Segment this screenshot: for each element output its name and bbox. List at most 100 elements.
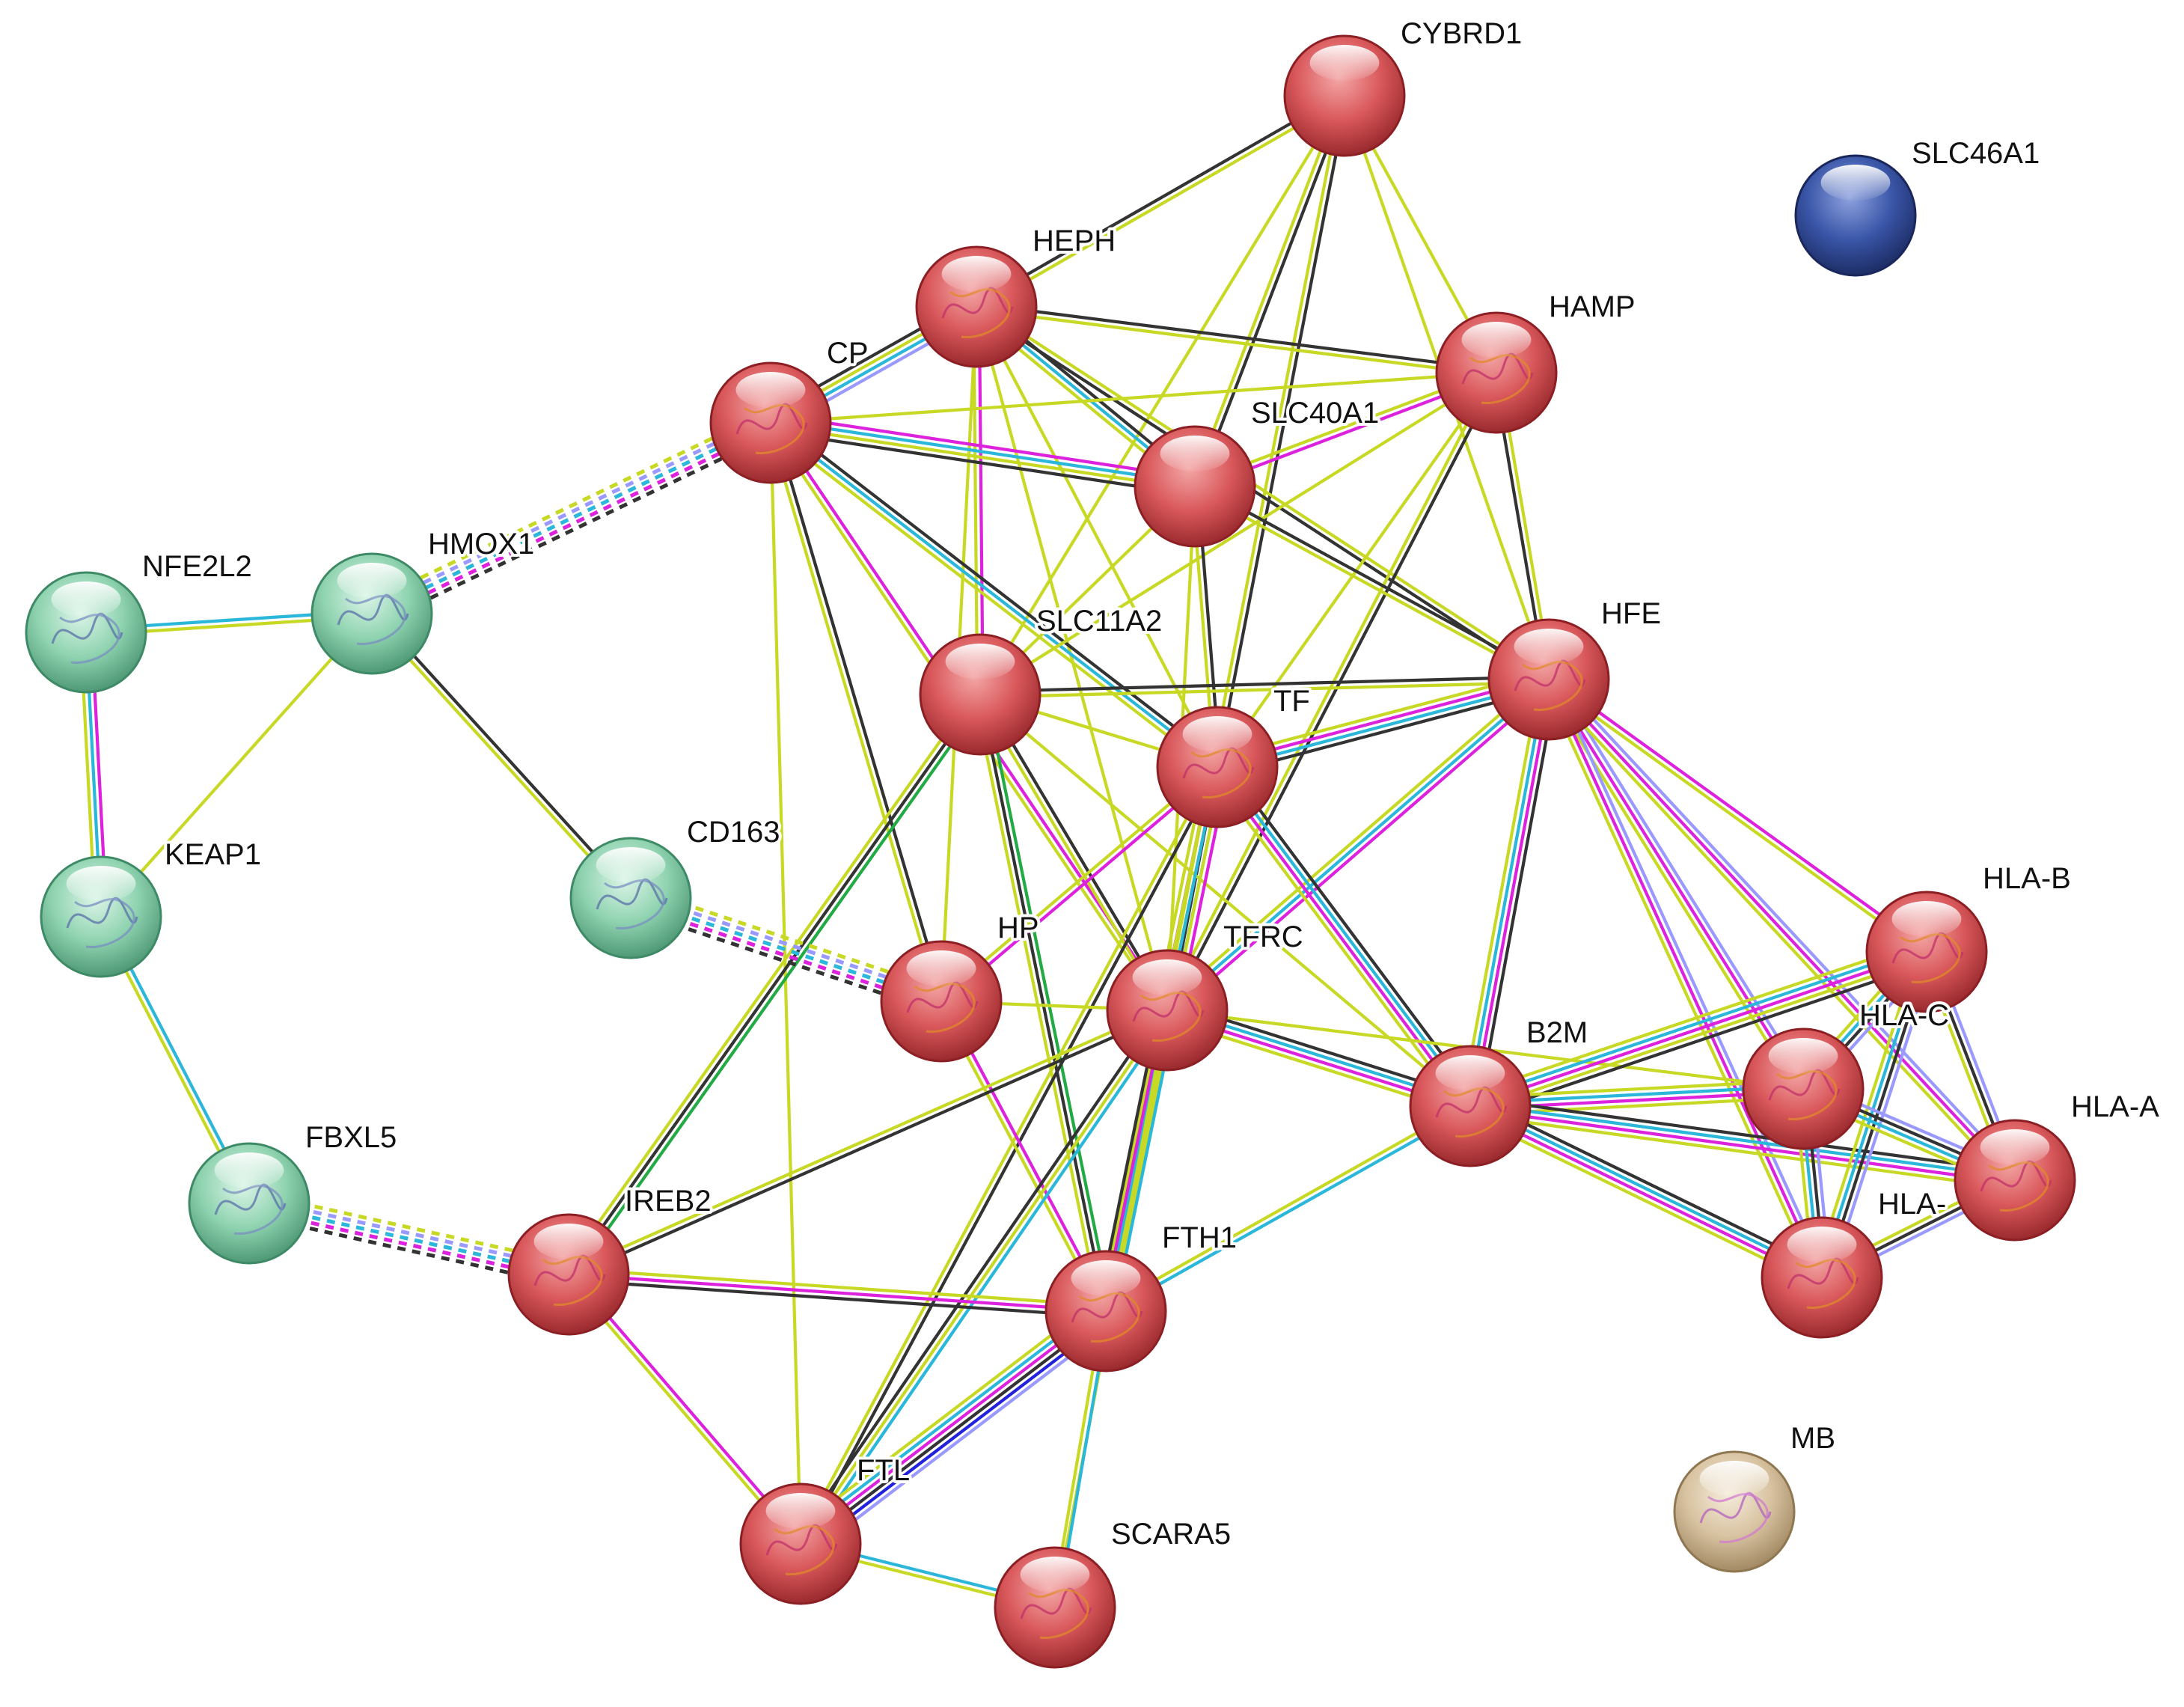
edge-hamp-slc11a2[interactable] — [979, 371, 1498, 696]
node-label: HLA-C — [1859, 999, 1949, 1032]
node-b2m[interactable]: B2M — [1409, 1013, 1591, 1167]
edge-line-experiments — [1547, 678, 2016, 1182]
edge-line-databases — [1470, 1102, 2016, 1179]
edge-hamp-tfrc[interactable] — [1163, 370, 1501, 1013]
edge-heph-tfrc[interactable] — [974, 306, 1169, 1011]
node-scara5[interactable]: SCARA5 — [994, 1515, 1234, 1669]
protein-structure-icon — [1776, 1070, 1838, 1120]
node-cd163[interactable]: CD163 — [569, 813, 783, 959]
edge-tfrc-ftl[interactable] — [795, 1006, 1173, 1548]
protein-structure-icon — [1699, 1491, 1772, 1524]
edge-b2m-hla-a[interactable] — [1469, 1096, 2016, 1191]
edge-tf-ftl[interactable] — [796, 765, 1222, 1546]
edge-hmox1-keap1[interactable] — [100, 612, 373, 918]
edge-cp-hp[interactable] — [766, 421, 946, 1003]
edge-fth1-ftl[interactable] — [791, 1298, 1116, 1557]
node-tfrc[interactable]: TFRC — [1106, 917, 1306, 1072]
node-fbxl5[interactable]: FBXL5 — [188, 1118, 400, 1265]
node-highlight — [765, 1493, 836, 1529]
node-tf[interactable]: TF — [1156, 682, 1313, 828]
edge-hfe-tfrc[interactable] — [1162, 674, 1554, 1016]
edge-line-coexpression — [569, 1011, 1169, 1279]
node-highlight — [1160, 436, 1230, 471]
node-heph[interactable]: HEPH — [915, 222, 1119, 368]
protein-structure-icon — [74, 898, 135, 948]
edge-line-coexpression — [1476, 680, 1559, 1108]
node-hamp[interactable]: HAMP — [1435, 287, 1639, 434]
node-label: TF — [1273, 685, 1310, 718]
edge-tfrc-ireb2[interactable] — [566, 1006, 1169, 1279]
node-hp[interactable]: HP — [880, 909, 1042, 1063]
edge-cp-tf[interactable] — [766, 417, 1222, 773]
edge-cp-hamp[interactable] — [770, 370, 1497, 425]
edge-line-experiments — [568, 1272, 1107, 1313]
edge-slc11a2-ireb2[interactable] — [563, 690, 986, 1279]
edge-hmox1-cd163[interactable] — [368, 611, 634, 901]
node-slc46a1[interactable]: SLC46A1 — [1794, 134, 2043, 277]
edge-line-textmining — [791, 1298, 1098, 1534]
edge-slc40a1-hfe[interactable] — [1193, 482, 1551, 684]
node-label: CD163 — [687, 816, 780, 849]
protein-structure-icon — [604, 879, 665, 929]
node-hla-c[interactable]: HLA-C — [1742, 996, 1952, 1150]
edge-cybrd1-slc40a1[interactable] — [1190, 94, 1349, 489]
edge-heph-hfe[interactable] — [973, 303, 1552, 683]
protein-structure-icon — [1132, 990, 1205, 1022]
node-slc40a1[interactable]: SLC40A1 — [1134, 394, 1382, 548]
protein-structure-icon — [222, 1185, 284, 1235]
edge-cybrd1-heph[interactable] — [974, 91, 1347, 311]
node-fth1[interactable]: FTH1 — [1044, 1218, 1240, 1372]
node-ireb2[interactable]: IREB2 — [507, 1182, 715, 1336]
node-label: HMOX1 — [428, 528, 534, 561]
edge-slc11a2-hfe[interactable] — [979, 675, 1550, 699]
edge-line-coexpression — [981, 692, 1172, 1010]
edge-line-experiments — [977, 306, 985, 694]
node-hmox1[interactable]: HMOX1 — [311, 525, 537, 675]
protein-structure-icon — [1020, 1587, 1092, 1619]
edge-b2m-fth1[interactable] — [1104, 1102, 1472, 1316]
node-highlight — [1891, 901, 1962, 937]
edge-hfe-hla-a[interactable] — [1543, 674, 2021, 1185]
node-hla-b[interactable]: HLA-B — [1865, 859, 2074, 1013]
edge-line-coexpression — [1168, 373, 1501, 1013]
edge-heph-tf[interactable] — [975, 306, 1219, 768]
edge-line-textmining — [1163, 370, 1496, 1010]
protein-structure-icon — [906, 981, 979, 1013]
protein-structure-icon — [1988, 1161, 2049, 1212]
node-cp[interactable]: CP — [709, 334, 872, 484]
node-keap1[interactable]: KEAP1 — [40, 835, 264, 978]
edge-hfe-b2m[interactable] — [1460, 677, 1559, 1108]
node-hla-a[interactable]: HLA-A — [1954, 1087, 2162, 1242]
edge-b2m-hla-x[interactable] — [1466, 1096, 1826, 1287]
edge-line-coexpression — [801, 767, 1222, 1546]
edge-fth1-ireb2[interactable] — [568, 1267, 1107, 1319]
edge-line-experiments — [1469, 1107, 2015, 1185]
edge-line-coexpression — [1473, 1096, 1826, 1271]
edge-line-coexpression — [979, 675, 1549, 694]
edge-line-coexpression — [974, 91, 1345, 306]
node-label: HAMP — [1549, 290, 1636, 323]
edge-heph-hamp[interactable] — [976, 302, 1497, 377]
node-hla-x[interactable]: HLA- — [1761, 1185, 1949, 1339]
edge-line-textmining — [766, 426, 1215, 773]
node-slc11a2[interactable]: SLC11A2 — [919, 602, 1165, 756]
edge-hfe-hla-b[interactable] — [1546, 676, 1930, 956]
edge-slc11a2-tfrc[interactable] — [976, 692, 1172, 1013]
edge-hfe-hla-x[interactable] — [1542, 677, 1829, 1280]
node-cybrd1[interactable]: CYBRD1 — [1283, 14, 1525, 157]
protein-structure-icon — [1795, 1259, 1856, 1309]
edge-b2m-hla-b[interactable] — [1466, 939, 1931, 1119]
protein-structure-icon — [1707, 1493, 1769, 1543]
node-label: CP — [827, 337, 869, 370]
node-hfe[interactable]: HFE — [1487, 594, 1664, 741]
node-nfe2l2[interactable]: NFE2L2 — [25, 547, 255, 694]
edge-cp-ftl[interactable] — [768, 422, 803, 1545]
protein-structure-icon — [774, 1525, 835, 1575]
edge-cp-slc40a1[interactable] — [769, 412, 1196, 497]
node-mb[interactable]: MB — [1673, 1419, 1838, 1573]
node-ftl[interactable]: FTL — [739, 1451, 913, 1605]
edge-line-textmining — [100, 612, 373, 918]
node-highlight — [906, 950, 976, 986]
edge-line-experiments — [1547, 679, 1823, 1278]
